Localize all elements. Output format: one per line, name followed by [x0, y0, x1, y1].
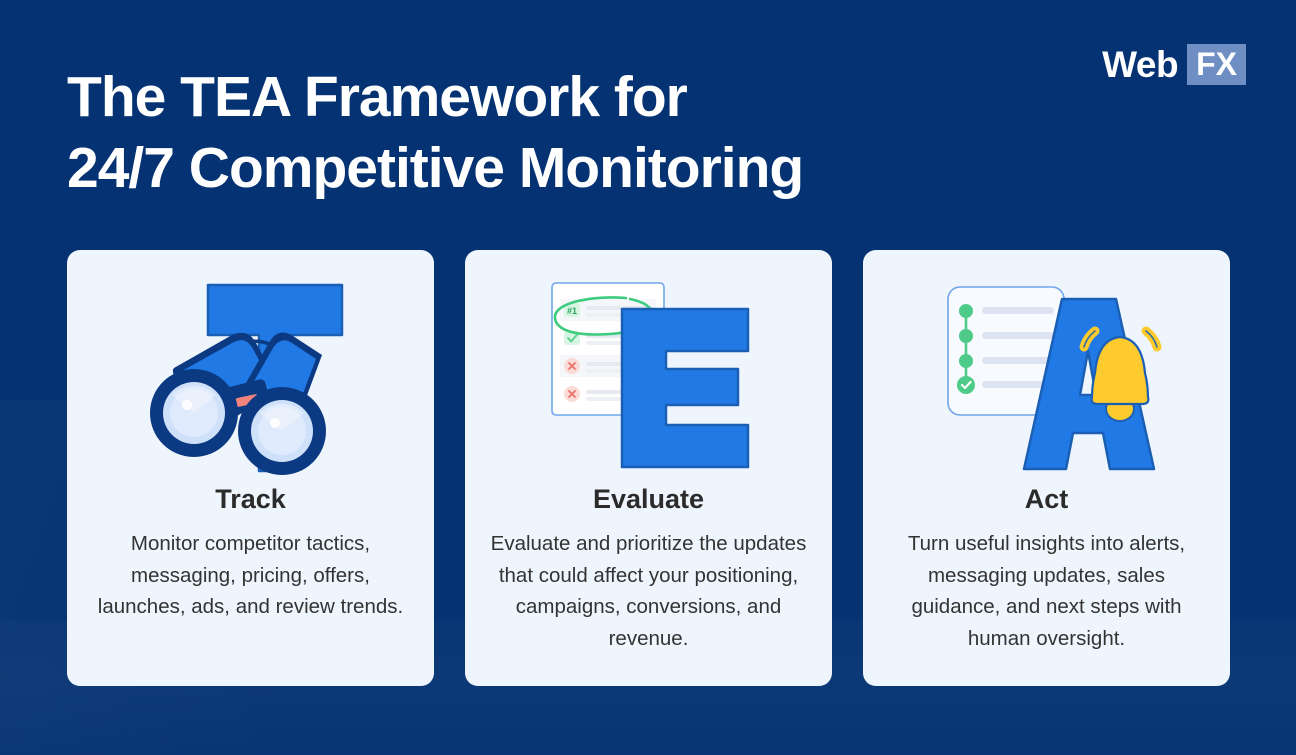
notification-bell-icon [946, 286, 1161, 471]
binoculars-icon [149, 283, 343, 475]
logo-web-text: Web [1102, 44, 1179, 85]
card-evaluate: #1 [465, 250, 832, 686]
page-title: The TEA Framework for 24/7 Competitive M… [67, 62, 804, 204]
bell-icon [1079, 326, 1161, 422]
card-act-body: Turn useful insights into alerts, messag… [907, 532, 1186, 650]
logo-fx-badge: FX [1187, 44, 1246, 85]
framework-card-list: Track Monitor competitor tactics, messag… [67, 250, 1230, 686]
letter-e [620, 307, 749, 469]
card-evaluate-body: Evaluate and prioritize the updates that… [490, 532, 807, 650]
webfx-logo: Web FX [1102, 44, 1246, 85]
binocular-left-lens [149, 369, 238, 457]
card-act-heading: Act [1024, 484, 1069, 514]
title-line-1: The TEA Framework for [67, 65, 688, 129]
card-track-artwork [67, 258, 434, 488]
timeline-dot [958, 329, 973, 343]
card-track-body: Monitor competitor tactics, messaging, p… [97, 532, 404, 618]
binocular-right-lens [237, 387, 326, 475]
timeline-dot [958, 304, 973, 318]
card-evaluate-heading: Evaluate [592, 484, 705, 514]
card-track: Track Monitor competitor tactics, messag… [67, 250, 434, 686]
timeline-dot-complete [956, 376, 975, 394]
check-icon [566, 333, 578, 343]
card-evaluate-artwork: #1 [465, 258, 832, 488]
card-act-artwork [863, 258, 1230, 488]
checklist-document-icon: #1 [550, 282, 749, 469]
card-act: Act Turn useful insights into alerts, me… [863, 250, 1230, 686]
rank-badge-label: #1 [567, 306, 577, 316]
timeline-dot [958, 354, 973, 368]
title-line-2: 24/7 Competitive Monitoring [67, 136, 804, 200]
card-track-heading: Track [215, 484, 286, 514]
